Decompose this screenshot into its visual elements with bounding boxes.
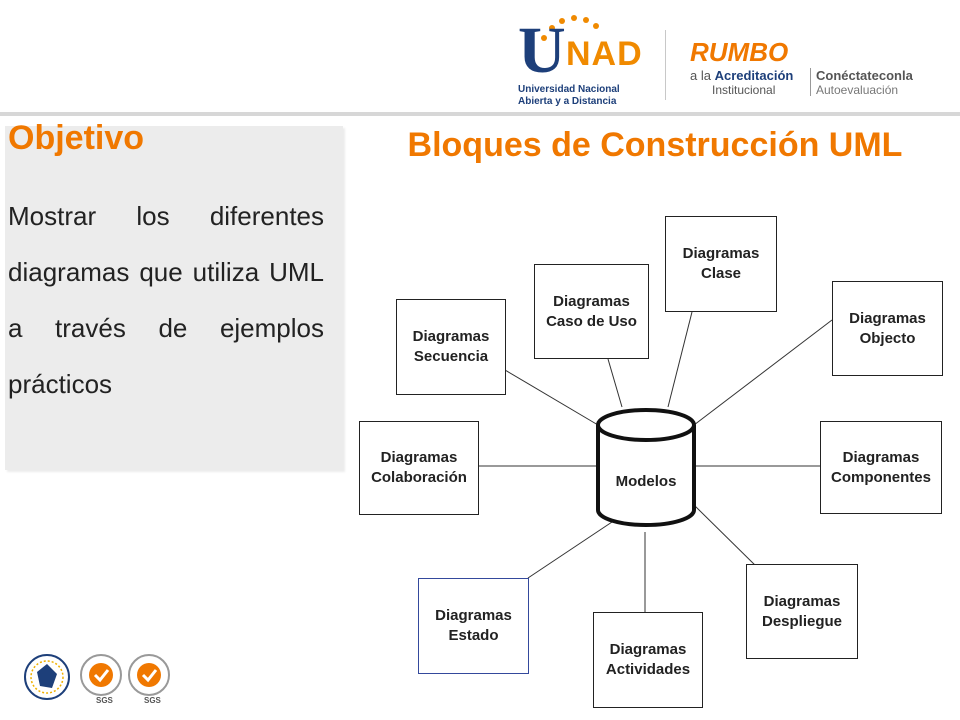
rumbo-logo: RUMBO a la Acreditación Institucional Co…	[690, 38, 930, 98]
slide-title: Bloques de Construcción UML	[407, 126, 903, 164]
node-diagramas-clase: Diagramas Clase	[665, 216, 777, 312]
conect-separator	[810, 68, 811, 96]
check-seal-icon	[80, 654, 122, 696]
unad-nad-letters: NAD	[566, 35, 643, 73]
node-diagramas-componentes: Diagramas Componentes	[820, 421, 942, 514]
node-diagramas-despliegue: Diagramas Despliegue	[746, 564, 858, 659]
conect-line-2: Autoevaluación	[816, 83, 899, 97]
unad-u-letter: U	[518, 14, 566, 87]
node-diagramas-colaboracion: Diagramas Colaboración	[359, 421, 479, 515]
connector-objecto	[693, 319, 833, 426]
connector-despliegue	[693, 504, 761, 571]
unad-subtitle-1: Universidad Nacional	[518, 84, 620, 95]
sgs-label-2: SGS	[144, 696, 161, 705]
unad-logo: U NAD Universidad Nacional Abierta y a D…	[512, 14, 652, 110]
connector-estado	[527, 521, 613, 579]
rumbo-line-2: Institucional	[712, 83, 776, 97]
node-diagramas-caso-de-uso: Diagramas Caso de Uso	[534, 264, 649, 359]
node-diagramas-objecto: Diagramas Objecto	[832, 281, 943, 376]
unad-subtitle-2: Abierta y a Distancia	[518, 96, 617, 107]
sgs-certification-1: SGS	[76, 652, 126, 708]
node-diagramas-estado: Diagramas Estado	[418, 578, 529, 674]
unad-dots-icon	[541, 15, 599, 41]
connector-clase	[667, 311, 693, 408]
database-cylinder-icon	[596, 408, 696, 527]
connector-caso-uso	[607, 358, 623, 408]
header-divider	[0, 112, 960, 116]
check-seal-icon	[128, 654, 170, 696]
rumbo-line-1: a la Acreditación	[690, 68, 794, 83]
sgs-label-1: SGS	[96, 696, 113, 705]
sgs-certification-2: SGS	[124, 652, 174, 708]
node-diagramas-secuencia: Diagramas Secuencia	[396, 299, 506, 395]
logo-separator	[665, 30, 666, 100]
objective-panel	[5, 126, 343, 470]
colombia-seal-icon	[24, 654, 70, 700]
objective-title: Objetivo	[8, 119, 145, 157]
objective-body: Mostrar los diferentes diagramas que uti…	[8, 201, 324, 399]
center-label-modelos: Modelos	[615, 473, 677, 490]
rumbo-title: RUMBO	[690, 37, 789, 67]
connector-secuencia	[504, 369, 599, 426]
conect-line-1: Conéctateconla	[816, 68, 913, 83]
node-diagramas-actividades: Diagramas Actividades	[593, 612, 703, 708]
